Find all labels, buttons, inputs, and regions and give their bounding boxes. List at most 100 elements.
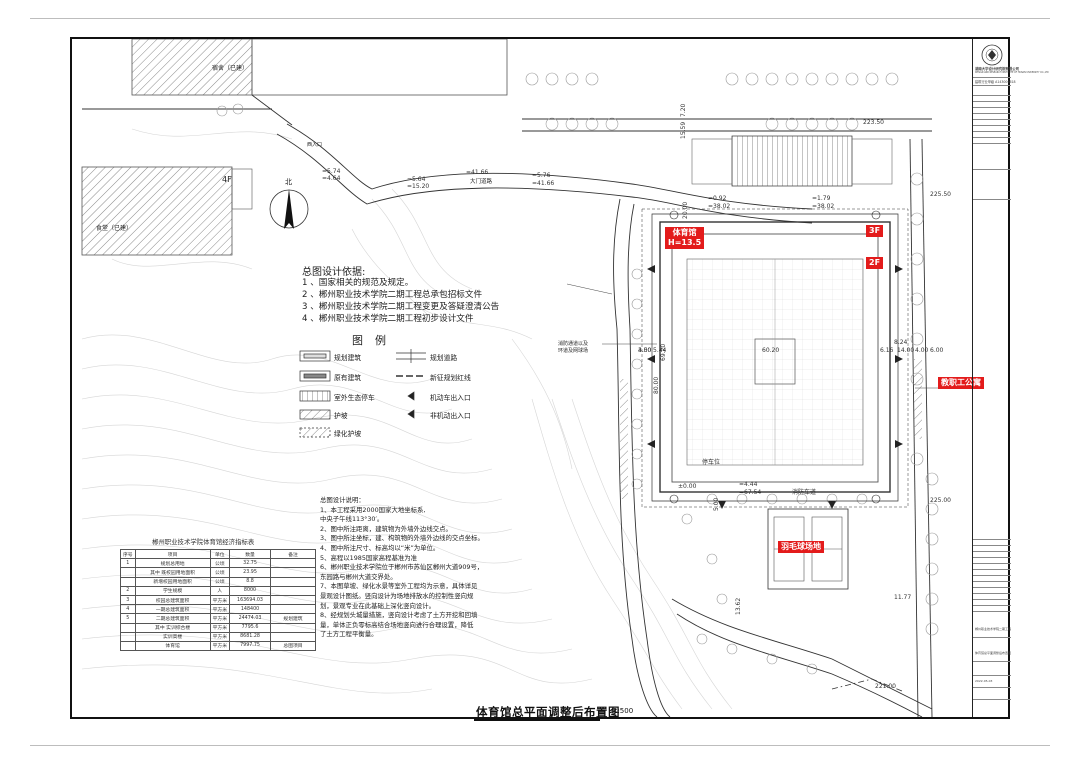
dim-vertical-69: 69.20 (660, 343, 667, 361)
legend-existing-building: 原有建筑 (334, 374, 362, 382)
floor-2f-tag[interactable]: 2F (866, 257, 884, 269)
legend-red-line: 新征规划红线 (430, 374, 471, 382)
elevation-a: 223.50 (863, 119, 884, 126)
legend-green-slope: 绿化护坡 (334, 430, 362, 438)
gymnasium-height: H=13.5 (668, 238, 702, 247)
dim-left-a: 3.50 (638, 347, 652, 354)
dim-vertical-7: 7.20 (680, 103, 687, 117)
gymnasium-inner (671, 233, 879, 483)
dim-vertical-20: 20.00 (682, 201, 689, 219)
existing-canteen-label: 食堂（已建） (96, 225, 133, 232)
explanation-line: 东园路与郴州大道交界处。 (320, 572, 397, 581)
company-logo-icon (981, 44, 1003, 66)
explanation-line: 2、图中所注距离，建筑物为外墙外边线交点。 (320, 524, 452, 533)
slope (620, 379, 628, 499)
drawing-scale: 1:500 (613, 707, 634, 715)
title-underline (474, 719, 600, 721)
existing-canteen (81, 166, 233, 256)
level-7: =4.44 (739, 481, 758, 488)
elevation-c: 225.00 (930, 497, 951, 504)
dim-left-b: 4.00 (638, 347, 652, 354)
ecological-parking (731, 135, 853, 187)
floor-3f-tag[interactable]: 3F (866, 225, 884, 237)
floor-4f-label: 4F (222, 175, 232, 184)
gymnasium-tag[interactable]: 体育馆 H=13.5 (665, 227, 705, 249)
level-11: =5.74 (322, 168, 341, 175)
level-4: =38.02 (708, 203, 731, 210)
level-5: =1.79 (812, 195, 831, 202)
dim-right-b: 14.00 (897, 347, 915, 354)
explanation-line: 划，景观专业在此基础上深化竖向设计。 (320, 601, 436, 610)
dim-vertical-80: 80.00 (653, 376, 660, 394)
level-2: =41.66 (532, 180, 555, 187)
company-name: 湖南大学设计研究院有限公司 (975, 67, 1020, 71)
level-3: =0.92 (708, 195, 727, 202)
roads (82, 94, 933, 717)
dim-vertical-5: 5.00 (713, 497, 720, 511)
level-10: =15.20 (407, 183, 430, 190)
drawing-sheet[interactable]: 宿舍（已建） 食堂（已建） 4F 北 大门道路 消防通道以及 环道及网球场 西入… (70, 37, 1049, 721)
badminton-court-tag[interactable]: 羽毛球场地 (778, 541, 824, 553)
dim-right-d: 6.00 (930, 347, 944, 354)
existing-building-outline (251, 39, 508, 96)
trees (216, 72, 939, 675)
gymnasium-outline (659, 221, 891, 493)
drawing-date: 2022-05-03 (975, 679, 993, 683)
existing-dormitory (131, 39, 253, 96)
level-13: =41.66 (466, 169, 489, 176)
site-plan-drawing (81, 39, 962, 717)
level-6: =38.02 (812, 203, 835, 210)
table-header-cell: 序号 (120, 548, 136, 560)
drawing-name: 体育馆总平面调整后布置图 (975, 651, 1012, 655)
explanation-line: 5、高程以1985国家高程基准为准 (320, 553, 418, 562)
level-1: =5.76 (532, 172, 551, 179)
table-header-cell: 项目 (134, 548, 211, 560)
elevation-b: 225.50 (930, 191, 951, 198)
dim-right-e: 8.24 (894, 339, 908, 346)
table-header-cell: 单位 (209, 548, 231, 560)
explanation-line: 了土方工程平衡量。 (320, 630, 378, 639)
explanation-line: 1、本工程采用2000国家大地坐标系, (320, 505, 426, 514)
dim-left-c: 5.44 (653, 347, 667, 354)
explanation-line: 4、图中所注尺寸、标高均以“米”为单位。 (320, 543, 440, 552)
indicator-table-caption: 郴州职业技术学院体育馆经济指标表 (152, 538, 255, 546)
level-12: =4.64 (322, 175, 341, 182)
entry-note-2: 环道及网球场 (558, 348, 589, 354)
road-label: 大门道路 (470, 179, 493, 185)
legend-vehicle-entry: 机动车出入口 (430, 394, 471, 402)
legend-slope: 护坡 (334, 412, 348, 420)
design-basis-title: 总图设计依据: (302, 267, 366, 278)
table-header-cell: 备注 (270, 548, 317, 560)
fire-lane-ring (651, 213, 899, 502)
explanation-line: 3、图中所注坐标，建、构筑物的外墙外边线的交点坐标。 (320, 534, 484, 543)
explanation-line: 7、本图草坡、绿化水景等室外工程均为示意，具体详见 (320, 582, 478, 591)
design-explanation: 总图设计说明： 1、本工程采用2000国家大地坐标系, 中央子午线113°30′… (320, 496, 484, 640)
bottom-rule (30, 745, 1050, 746)
legend-title: 图例 (352, 334, 398, 347)
table-header-cell: 数量 (229, 548, 272, 560)
project-name: 郴州职业技术学院二期工程 (975, 627, 1012, 631)
level-9: =5.64 (407, 176, 426, 183)
explanation-line: 中央子午线113°30′。 (320, 515, 384, 524)
parking-label: 停车位 (702, 459, 721, 466)
dim-right-c: 4.00 (915, 347, 929, 354)
existing-dormitory-label: 宿舍（已建） (212, 65, 249, 72)
zero-elevation: ±0.00 (678, 483, 697, 490)
red-line (831, 678, 903, 692)
design-basis-item-1: 1 、国家相关的规范及规定。 (302, 278, 414, 288)
dim-right-a: 6.16 (880, 347, 894, 354)
explanation-line: 6、郴州职业技术学院位于郴州市苏仙区郴州大道909号， (320, 563, 484, 572)
dim-11-77: 11.77 (894, 594, 912, 601)
legend-symbols (299, 349, 426, 438)
legend-planned-building: 规划建筑 (334, 354, 362, 362)
gymnasium-name: 体育馆 (672, 228, 697, 237)
